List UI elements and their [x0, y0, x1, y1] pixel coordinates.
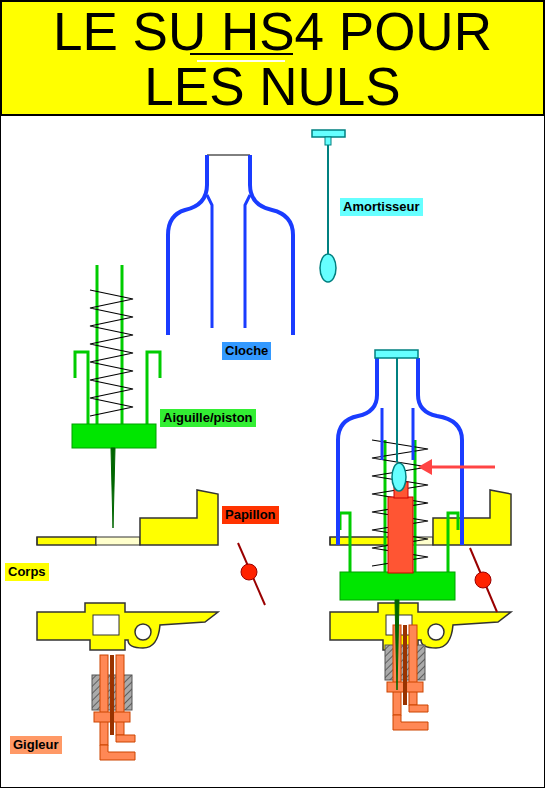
part-name: Corps	[8, 564, 46, 580]
part-name: Cloche	[225, 343, 268, 359]
piston-spring	[90, 290, 133, 416]
piston-rod	[388, 497, 413, 573]
assembled-throttle-plate	[470, 548, 497, 612]
bell-guide-tube	[245, 195, 250, 328]
assembled-needle	[395, 600, 399, 690]
assembled-throttle-spindle	[475, 572, 491, 588]
piston-block	[72, 424, 156, 448]
assembled-bell-tube	[412, 408, 415, 460]
damper-rod	[327, 145, 329, 255]
piston-wall	[147, 352, 160, 424]
part-name: Gigleur	[13, 737, 59, 753]
page-title: LE SU HS4 POUR LES NULS	[10, 4, 535, 114]
part-label: Corps	[5, 563, 49, 581]
needle	[111, 448, 115, 528]
title-band	[1, 1, 544, 115]
assembled-piston-wall	[448, 513, 458, 572]
throttle-spindle	[241, 564, 257, 580]
part-label: Cloche	[222, 342, 271, 360]
assembled-bell	[338, 358, 377, 545]
damper-neck	[325, 137, 331, 145]
part-label: Papillon	[222, 506, 279, 524]
assembled-piston-block	[340, 572, 455, 600]
assembled-damper-rod	[396, 358, 398, 462]
jet-assembly	[92, 655, 135, 760]
assembled-piston-wall	[340, 513, 350, 572]
pointer-arrowhead	[418, 459, 432, 475]
part-name: Papillon	[225, 507, 276, 523]
assembled-bell	[418, 358, 462, 545]
bell-outline	[250, 155, 293, 335]
assembled-body	[330, 490, 511, 650]
part-label: Aiguille/piston	[160, 409, 256, 427]
part-name: Aiguille/piston	[163, 410, 253, 426]
damper-cap	[312, 130, 345, 137]
pointer-arrow	[430, 466, 495, 469]
assembled-damper-cap	[375, 350, 418, 358]
throttle-plate	[238, 543, 265, 605]
part-name: Amortisseur	[343, 199, 420, 215]
carburettor-body	[37, 490, 218, 650]
bell-top-line	[207, 155, 250, 156]
part-label: Amortisseur	[340, 198, 423, 216]
assembled-damper-bob	[392, 463, 406, 491]
assembled-bell-tube	[381, 408, 384, 460]
part-label: Gigleur	[10, 736, 62, 754]
bell-outline	[168, 155, 207, 335]
piston-wall	[75, 352, 88, 424]
assembled-jet	[385, 625, 428, 730]
bell-guide-tube	[207, 195, 212, 328]
piston-tube	[121, 265, 124, 424]
damper-bob	[320, 254, 336, 282]
